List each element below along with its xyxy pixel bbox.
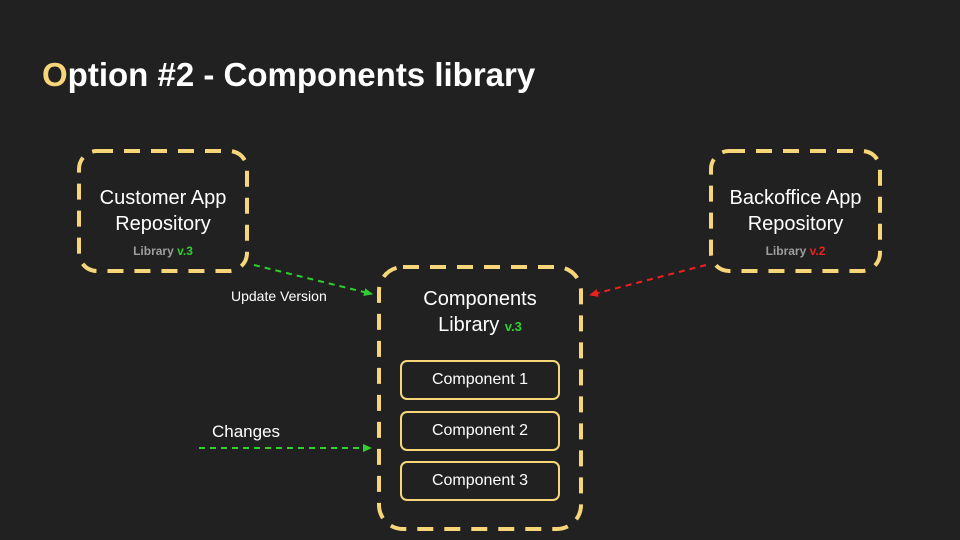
- customer-library-version: Library v.3: [79, 244, 247, 258]
- backoffice-library-version: Library v.2: [711, 244, 880, 258]
- customer-app-line1: Customer App: [99, 187, 227, 209]
- backoffice-app-box: [709, 149, 882, 273]
- backoffice-app-line2: Repository: [747, 213, 844, 235]
- component-box-1: Component 1: [400, 360, 560, 400]
- customer-app-line2: Repository: [115, 213, 211, 235]
- title-first-letter: O: [42, 56, 68, 93]
- component-box-3: Component 3: [400, 461, 560, 501]
- update-version-label: Update Version: [231, 288, 327, 304]
- backoffice-library-version-value: v.2: [809, 244, 826, 258]
- changes-label: Changes: [212, 422, 281, 441]
- components-library-line1: Components: [423, 288, 537, 310]
- components-library-line2: Library v.3: [379, 312, 581, 340]
- update-version-arrow: [253, 264, 373, 296]
- backoffice-library-label: Library: [765, 244, 807, 258]
- components-library-title: Components Library v.3: [379, 286, 581, 340]
- backoffice-app-title: Backoffice App Repository: [711, 185, 880, 237]
- page-title: Option #2 - Components library: [42, 56, 535, 94]
- backoffice-arrow: [589, 264, 707, 297]
- title-rest: ption #2 - Components library: [67, 56, 536, 93]
- components-library-box: [377, 265, 583, 531]
- customer-library-label: Library: [133, 244, 174, 258]
- components-library-word: Library: [438, 314, 500, 336]
- component-box-2: Component 2: [400, 411, 560, 451]
- components-library-version: v.3: [504, 319, 522, 334]
- customer-app-box: [77, 149, 249, 273]
- customer-library-version-value: v.3: [177, 244, 193, 258]
- customer-app-title: Customer App Repository: [79, 185, 247, 237]
- backoffice-app-line1: Backoffice App: [729, 187, 862, 209]
